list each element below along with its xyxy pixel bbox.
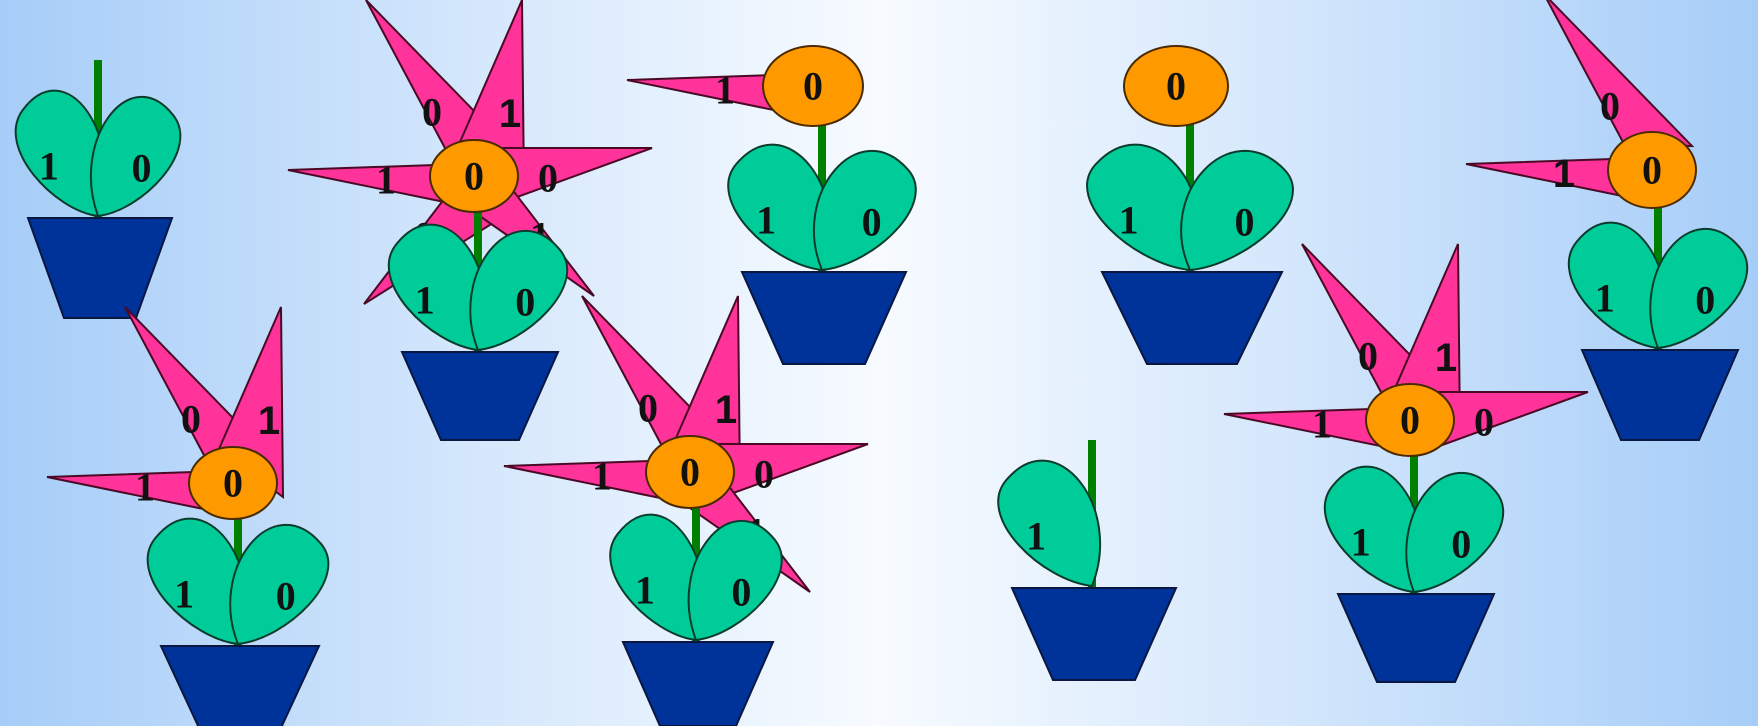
petal-digit: 0 [1474,400,1494,445]
pot [1010,587,1178,681]
leaf-right [812,149,917,272]
flower-center-digit: 0 [803,64,823,109]
flower-center-digit: 0 [464,154,484,199]
flower-center-digit: 0 [1166,64,1186,109]
petal-digit: 1 [1553,152,1575,196]
petal-digit: 0 [1600,84,1620,129]
flower-center [645,435,735,509]
leaf-left-digit: 1 [415,278,435,323]
leaf-left [1568,221,1667,350]
leaf-right-digit: 0 [515,280,535,325]
pot [740,271,908,365]
petal-digit: 1 [715,68,735,113]
petal-digit: 0 [422,90,442,135]
petal [1432,391,1589,450]
flower-center [1365,383,1455,457]
leaf-left-digit: 1 [174,572,194,617]
petal-digit: 1 [499,92,521,136]
petal-digit: 1 [258,399,280,443]
pot [400,351,560,441]
leaf-left-digit: 1 [1351,520,1371,565]
flower-pot-3: 1 1 0 0 [626,45,917,365]
leaf-right [687,520,783,642]
leaf-left [146,517,247,646]
leaf-right-digit: 0 [1695,278,1715,323]
leaf-right [1180,149,1294,272]
leaf-right-digit: 0 [132,146,152,191]
leaf-right-digit: 0 [276,574,296,619]
pot [159,645,321,726]
flower-center-digit: 0 [223,461,243,506]
leaf-left [14,89,107,218]
flower-center [188,446,278,520]
pot [1100,271,1284,365]
leaf-left-digit: 1 [39,144,59,189]
flower-pot-7: 01101100 [503,295,869,726]
leaf-right [469,229,568,352]
leaf-right [1649,227,1748,350]
leaf-left [727,143,832,272]
flower-center [762,45,864,127]
leaf-left-digit: 1 [1026,514,1046,559]
flower-center [1607,131,1697,209]
leaf-left [609,513,705,642]
flower-center-digit: 0 [1642,148,1662,193]
petal-digit: 0 [538,156,558,201]
petal-digit: 1 [1312,402,1332,447]
pot [1336,593,1496,683]
pot [26,217,174,319]
leaf-right-digit: 0 [1451,522,1471,567]
leaf-left [1324,465,1423,594]
pot [1580,349,1740,441]
flower-pot-2: 011001100 [287,0,653,441]
petal-digit: 0 [754,452,774,497]
leaf-right-digit: 0 [862,200,882,245]
petal-digit: 1 [715,388,737,432]
petal [712,443,869,502]
leaf-left [388,223,487,352]
leaf-right [89,96,182,218]
leaf-right-digit: 0 [731,570,751,615]
petal [496,147,653,206]
leaf-left [1086,143,1200,272]
petal-digit: 1 [592,454,612,499]
flower-pot-4: 1 0 0 [1086,45,1294,365]
flower-center-digit: 0 [1400,398,1420,443]
leaf-right-digit: 0 [1234,200,1254,245]
flower-center [1123,45,1229,127]
petal-digit: 1 [376,158,396,203]
flower-center-digit: 0 [680,450,700,495]
pot [621,641,775,726]
petal-digit: 1 [135,465,155,510]
leaf-left-digit: 1 [1595,276,1615,321]
leaf-right [1405,471,1504,594]
petal-digit: 0 [181,397,201,442]
flower-pot-8: 1 [997,440,1178,681]
flower-center [429,139,519,213]
petal-digit: 0 [1358,334,1378,379]
leaf-left [997,459,1102,588]
petal-digit: 0 [638,386,658,431]
leaf-left-digit: 1 [756,198,776,243]
leaf-right [229,523,330,646]
leaf-left-digit: 1 [635,568,655,613]
leaf-left-digit: 1 [1119,198,1139,243]
petal-digit: 1 [1435,336,1457,380]
